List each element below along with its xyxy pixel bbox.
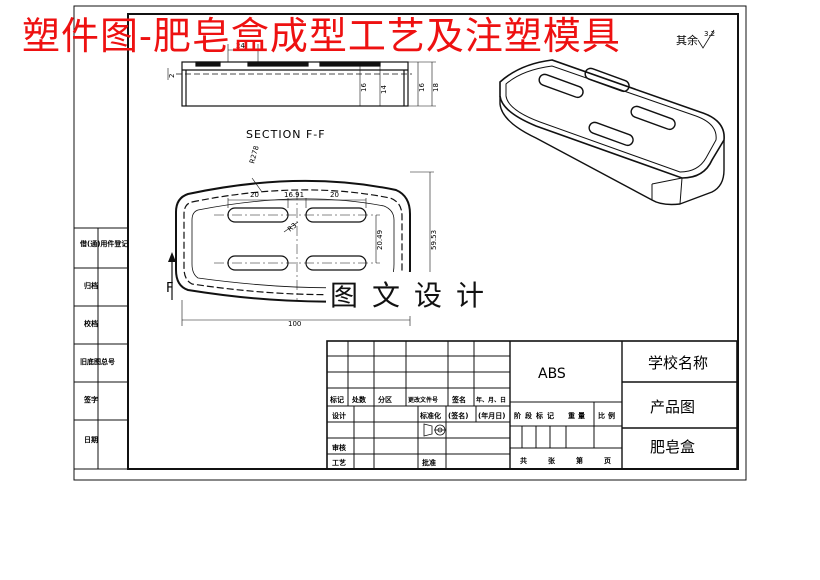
tb-date: (年月日)	[478, 411, 505, 420]
tb-no: 第	[576, 456, 583, 465]
section-label: SECTION F-F	[246, 128, 326, 141]
roughness-value: 3.2	[704, 30, 715, 38]
left-label-old-number: 旧底图总号	[80, 357, 115, 366]
left-label-check: 校档	[84, 319, 98, 328]
dim-top-24: 24	[236, 42, 245, 50]
part-name: 肥皂盒	[650, 438, 695, 456]
dim-pitch: 20.49	[376, 230, 384, 250]
tb-sheets: 张	[548, 456, 556, 465]
left-label-signature: 签字	[83, 395, 98, 404]
drawing-type: 产品图	[650, 398, 695, 416]
tb-date-col: 年、月、日	[476, 396, 506, 404]
tb-process: 工艺	[332, 458, 346, 467]
dim-slot-gap: 16.91	[284, 191, 304, 199]
tb-review: 审核	[332, 443, 346, 452]
tb-change: 更改文件号	[408, 396, 438, 404]
tb-stage: 阶段标记	[514, 411, 558, 420]
roughness-label: 其余	[676, 33, 698, 47]
tb-sign: (签名)	[448, 411, 468, 420]
isometric-view	[499, 59, 725, 206]
dim-r278: R278	[248, 145, 260, 165]
tb-sign-col: 签名	[451, 395, 466, 404]
left-label-registration: 借(通)用件登记	[79, 239, 128, 248]
left-label-date: 日期	[84, 435, 98, 444]
dim-height: 59.53	[430, 230, 438, 250]
dim-top-18: 18	[432, 83, 440, 92]
dim-top-16a: 16	[360, 83, 368, 92]
watermark-text: 图文设计	[326, 272, 514, 316]
top-view	[167, 44, 436, 107]
dim-length: 100	[288, 320, 301, 328]
roughness-symbol	[697, 29, 715, 49]
tb-standardize: 标准化	[419, 411, 441, 420]
material-text: ABS	[538, 366, 566, 382]
dim-top-14: 14	[380, 85, 388, 94]
dim-slot-20b: 20	[330, 191, 339, 199]
left-revision-column	[74, 227, 128, 470]
title-block	[326, 340, 738, 470]
document-title: 塑件图-肥皂盒成型工艺及注塑模具	[22, 14, 621, 58]
tb-design: 设计	[332, 411, 346, 420]
school-name: 学校名称	[648, 354, 708, 372]
tb-mark: 标记	[329, 395, 344, 404]
outer-border	[73, 5, 747, 481]
tb-page: 页	[604, 457, 611, 465]
tb-count: 处数	[351, 395, 367, 404]
dim-slot-20a: 20	[250, 191, 259, 199]
tb-zone: 分区	[378, 395, 392, 404]
projection-symbol	[423, 423, 446, 437]
left-label-archive: 归档	[84, 281, 98, 290]
dim-top-2: 2	[168, 74, 176, 78]
section-marker: F	[166, 281, 173, 296]
tb-weight: 重量	[568, 411, 588, 420]
tb-approve: 批准	[422, 458, 436, 467]
tb-total: 共	[520, 456, 527, 465]
tb-scale: 比例	[598, 411, 618, 420]
dim-top-16b: 16	[418, 83, 426, 92]
